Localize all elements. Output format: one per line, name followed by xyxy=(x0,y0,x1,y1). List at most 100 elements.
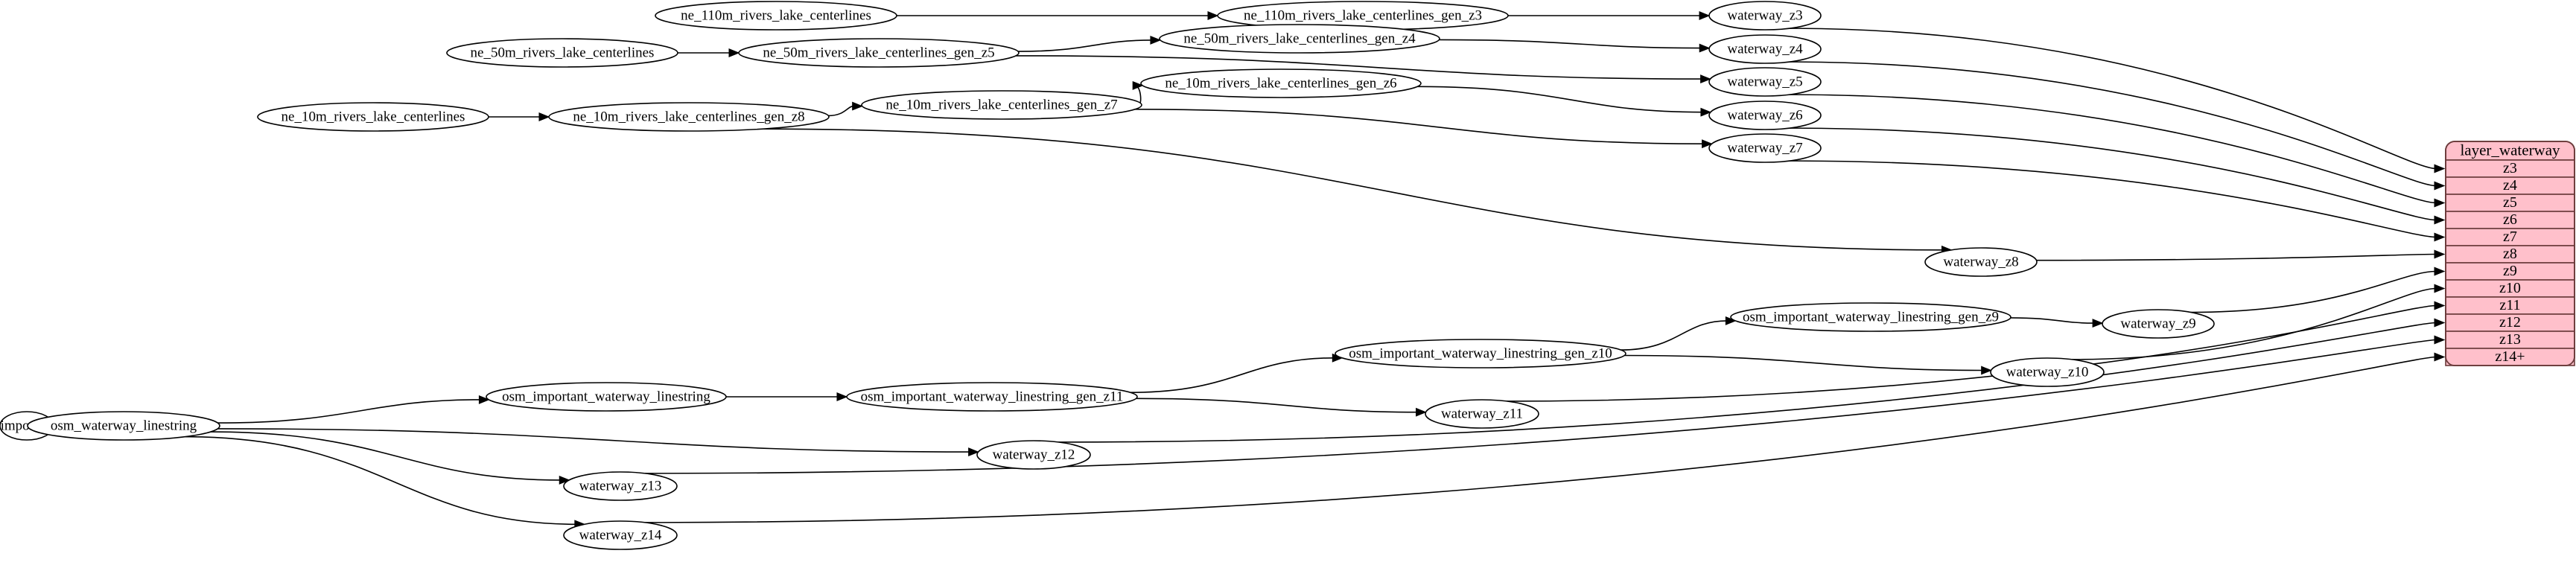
node-ellipse-ww_z4[interactable] xyxy=(1708,34,1822,64)
edge-osm_imp_ls-to-osm_imp_z11 xyxy=(726,392,848,401)
table-row-z11[interactable]: z11 xyxy=(2445,296,2575,315)
node-ellipse-ww_z8[interactable] xyxy=(1924,247,2038,277)
node-ellipse-osm_imp_z10[interactable] xyxy=(1335,339,1626,368)
edge-osm_imp_z11-to-osm_imp_z10 xyxy=(1130,353,1343,393)
node-osm_imp_ls[interactable]: osm_important_waterway_linestring xyxy=(486,382,727,412)
node-ww_z8[interactable]: waterway_z8 xyxy=(1924,247,2038,277)
node-label-ww_z6: waterway_z6 xyxy=(1727,107,1802,123)
table-row-label-z8: z8 xyxy=(2503,246,2517,262)
node-label-ww_z3: waterway_z3 xyxy=(1727,7,1802,23)
node-ellipse-ww_z11[interactable] xyxy=(1425,399,1539,429)
edge-osm_imp_z10-to-ww_z10 xyxy=(1624,354,1993,375)
edge-osm_imp_z9-to-ww_z9 xyxy=(2010,317,2104,328)
table-row-label-z11: z11 xyxy=(2499,297,2520,313)
node-ne10m_src[interactable]: ne_10m_rivers_lake_centerlines xyxy=(257,102,489,132)
node-ellipse-ne50m_src[interactable] xyxy=(446,38,678,68)
node-ne50m_z5[interactable]: ne_50m_rivers_lake_centerlines_gen_z5 xyxy=(738,38,1020,68)
node-ww_z9[interactable]: waterway_z9 xyxy=(2102,309,2215,339)
node-ellipse-ww_z12[interactable] xyxy=(976,440,1091,470)
node-ww_z10[interactable]: waterway_z10 xyxy=(1990,357,2105,387)
table-row-label-z5: z5 xyxy=(2503,194,2517,211)
edge-ne50m_z5-to-ne50m_z4 xyxy=(1018,35,1162,52)
edge-ww_z5-to-table-row-2 xyxy=(1789,94,2446,208)
node-ellipse-osm_imp_z11[interactable] xyxy=(846,382,1138,412)
edge-ne10m_src-to-ne10m_z8 xyxy=(489,112,550,121)
node-ww_z7[interactable]: waterway_z7 xyxy=(1708,133,1822,163)
node-ellipse-ww_z14[interactable] xyxy=(563,520,678,550)
node-ellipse-ww_z3[interactable] xyxy=(1708,1,1822,31)
node-osm_imp_z9[interactable]: osm_important_waterway_linestring_gen_z9 xyxy=(1730,302,2011,332)
node-ellipse-ne110m_src[interactable] xyxy=(655,1,897,31)
table-row-z6[interactable]: z6 xyxy=(2445,211,2575,229)
edge-osm_imp_z10-to-osm_imp_z9 xyxy=(1621,316,1737,351)
table-row-z12[interactable]: z12 xyxy=(2445,313,2575,332)
edge-osm_ww_ls-to-ww_z12 xyxy=(217,428,979,457)
node-ellipse-osm_imp_z9[interactable] xyxy=(1730,302,2011,332)
edge-ww_z11-to-table-row-8 xyxy=(1507,301,2446,402)
node-ne10m_z7[interactable]: ne_10m_rivers_lake_centerlines_gen_z7 xyxy=(861,90,1142,120)
edge-ww_z3-to-table-row-0 xyxy=(1789,28,2446,173)
edge-ww_z6-to-table-row-3 xyxy=(1789,127,2446,225)
node-osm_ww_ls[interactable]: osm_waterway_linestring xyxy=(27,411,220,441)
node-ellipse-osm_ww_ls[interactable] xyxy=(27,411,220,441)
table-row-label-z14+: z14+ xyxy=(2495,348,2525,365)
node-ellipse-ww_z7[interactable] xyxy=(1708,133,1822,163)
node-ww_z3[interactable]: waterway_z3 xyxy=(1708,1,1822,31)
table-row-z5[interactable]: z5 xyxy=(2445,194,2575,212)
edge-ne110m_z3-to-ww_z3 xyxy=(1508,11,1711,20)
table-row-label-z3: z3 xyxy=(2503,160,2517,176)
node-osm_imp_z10[interactable]: osm_important_waterway_linestring_gen_z1… xyxy=(1335,339,1626,368)
node-ww_z12[interactable]: waterway_z12 xyxy=(976,440,1091,470)
node-ne10m_z6[interactable]: ne_10m_rivers_lake_centerlines_gen_z6 xyxy=(1140,68,1422,98)
node-ww_z6[interactable]: waterway_z6 xyxy=(1708,100,1822,130)
node-label-ne50m_src: ne_50m_rivers_lake_centerlines xyxy=(471,45,655,60)
node-ellipse-ww_z13[interactable] xyxy=(563,471,678,501)
node-ellipse-ww_z9[interactable] xyxy=(2102,309,2215,339)
edge-ww_z7-to-table-row-4 xyxy=(1789,160,2446,242)
table-row-z7[interactable]: z7 xyxy=(2445,228,2575,246)
edge-ww_z12-to-table-row-9 xyxy=(1058,318,2446,443)
node-ellipse-ne10m_z6[interactable] xyxy=(1140,68,1422,98)
edge-ww_z4-to-table-row-1 xyxy=(1789,61,2446,191)
node-ellipse-ne50m_z5[interactable] xyxy=(738,38,1020,68)
edge-ne50m_z4-to-ww_z4 xyxy=(1439,39,1711,53)
table-row-z8[interactable]: z8 xyxy=(2445,245,2575,264)
node-label-ww_z4: waterway_z4 xyxy=(1727,41,1803,57)
node-ww_z4[interactable]: waterway_z4 xyxy=(1708,34,1822,64)
node-ellipse-ne10m_z7[interactable] xyxy=(861,90,1142,120)
node-ellipse-ne10m_src[interactable] xyxy=(257,102,489,132)
table-row-z4[interactable]: z4 xyxy=(2445,176,2575,195)
table-row-z3[interactable]: z3 xyxy=(2445,159,2575,178)
edge-ww_z10-to-table-row-7 xyxy=(2072,284,2446,360)
node-ne50m_z4[interactable]: ne_50m_rivers_lake_centerlines_gen_z4 xyxy=(1159,24,1440,54)
table-row-z10[interactable]: z10 xyxy=(2445,279,2575,298)
node-ne110m_src[interactable]: ne_110m_rivers_lake_centerlines xyxy=(655,1,897,31)
table-row-label-z12: z12 xyxy=(2499,314,2521,331)
node-label-ww_z7: waterway_z7 xyxy=(1727,140,1802,156)
node-ne110m_z3[interactable]: ne_110m_rivers_lake_centerlines_gen_z3 xyxy=(1217,1,1509,31)
node-ellipse-ww_z10[interactable] xyxy=(1990,357,2105,387)
node-ellipse-ww_z5[interactable] xyxy=(1708,67,1822,97)
table-row-z14+[interactable]: z14+ xyxy=(2445,348,2575,366)
edge-ww_z8-to-table-row-5 xyxy=(2036,249,2446,261)
node-ww_z13[interactable]: waterway_z13 xyxy=(563,471,678,501)
node-ellipse-ww_z6[interactable] xyxy=(1708,100,1822,130)
node-ww_z14[interactable]: waterway_z14 xyxy=(563,520,678,550)
edge-osm_ww_ls-to-ww_z13 xyxy=(210,431,570,485)
node-osm_imp_z11[interactable]: osm_important_waterway_linestring_gen_z1… xyxy=(846,382,1138,412)
edge-ne50m_src-to-ne50m_z5 xyxy=(678,48,740,57)
node-ellipse-osm_imp_ls[interactable] xyxy=(486,382,727,412)
node-label-ww_z12: waterway_z12 xyxy=(993,447,1075,462)
node-ne50m_src[interactable]: ne_50m_rivers_lake_centerlines xyxy=(446,38,678,68)
node-ww_z11[interactable]: waterway_z11 xyxy=(1425,399,1539,429)
node-label-ww_z9: waterway_z9 xyxy=(2120,316,2195,331)
node-label-osm_imp_ls: osm_important_waterway_linestring xyxy=(502,389,710,404)
node-ne10m_z8[interactable]: ne_10m_rivers_lake_centerlines_gen_z8 xyxy=(548,102,830,132)
table-row-z13[interactable]: z13 xyxy=(2445,331,2575,349)
node-ww_z5[interactable]: waterway_z5 xyxy=(1708,67,1822,97)
table-row-z9[interactable]: z9 xyxy=(2445,262,2575,281)
layer_waterway-table[interactable]: layer_waterwayz3z4z5z6z7z8z9z10z11z12z13… xyxy=(2445,141,2575,366)
node-ellipse-ne10m_z8[interactable] xyxy=(548,102,830,132)
node-ellipse-ne50m_z4[interactable] xyxy=(1159,24,1440,54)
